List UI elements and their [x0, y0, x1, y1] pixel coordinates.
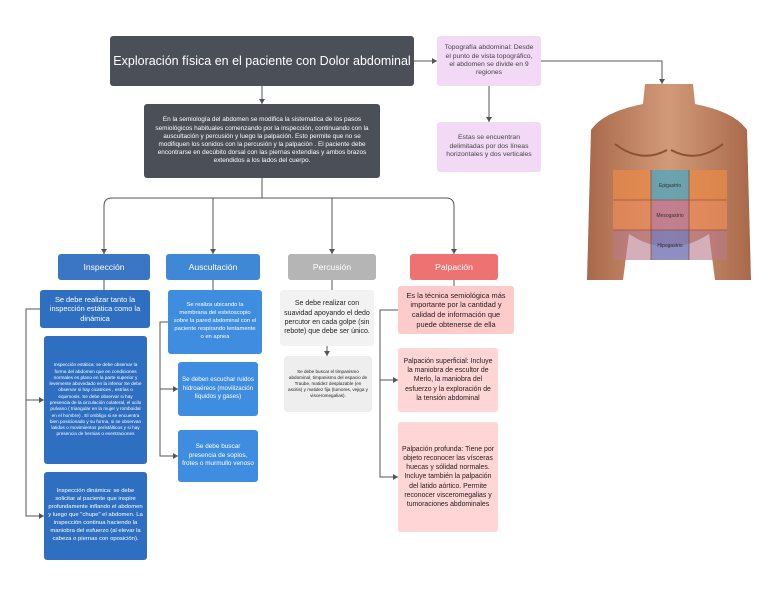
inspeccion-main: Se debe realizar tanto la inspección est…: [40, 290, 150, 328]
auscultacion-soplos: Se debe buscar presencia de soplos, frot…: [178, 430, 258, 482]
main-title: Exploración física en el paciente con Do…: [110, 36, 414, 86]
header-auscultacion: Auscultación: [166, 254, 260, 280]
topografia-box: Topografía abdominal: Desde el punto de …: [437, 36, 541, 86]
auscultacion-ruidos: Se deben escuchar ruidos hidroaéreos (mo…: [178, 362, 258, 416]
intro-box: En la semiología del abdomen se modifica…: [144, 104, 380, 178]
region-hipogastrio: Hipogastrio: [657, 243, 683, 249]
inspeccion-estatica: Inspección estática: se debe observar la…: [44, 336, 147, 464]
header-inspeccion: Inspección: [58, 254, 150, 280]
lineas-box: Estas se encuentran delimitadas por dos …: [437, 122, 541, 172]
inspeccion-dinamica: Inspección dinámica: se debe solicitar a…: [44, 472, 147, 560]
percusion-hallazgos: Se debe buscar el timpanismo abdominal, …: [284, 356, 372, 412]
region-mesogastrio: Mesogastrio: [656, 213, 683, 219]
torso-illustration: Epigastrio Mesogastrio Hipogastrio: [585, 84, 753, 280]
header-palpacion: Palpación: [410, 254, 498, 280]
percusion-tecnica: Se debe realizar con suavidad apoyando e…: [280, 290, 374, 346]
palpacion-superficial: Palpación superficial: Incluye la maniob…: [398, 348, 498, 412]
region-epigastrio: Epigastrio: [659, 183, 681, 189]
palpacion-profunda: Palpación profunda: Tiene por objeto rec…: [398, 422, 498, 532]
palpacion-importancia: Es la técnica semiológica más importante…: [398, 286, 514, 334]
auscultacion-tecnica: Se realiza ubicando la membrana del este…: [168, 290, 262, 354]
header-percusion: Percusión: [288, 254, 376, 280]
